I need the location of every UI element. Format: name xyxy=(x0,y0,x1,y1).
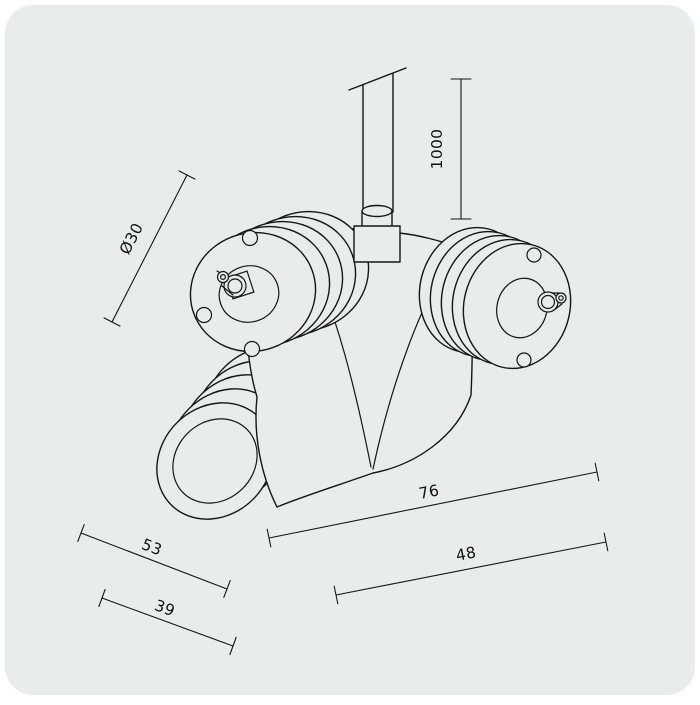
dimension-width-inner: 48 xyxy=(333,532,609,605)
right-face-hole xyxy=(526,247,542,263)
dimension-label-cable-length: 1000 xyxy=(428,129,446,170)
connector-dome-top xyxy=(361,204,393,218)
left-face-hole xyxy=(195,306,213,324)
dimension-line xyxy=(101,597,234,647)
dimension-tick xyxy=(98,588,106,608)
dimension-label-depth-outer: 53 xyxy=(139,535,164,559)
dimension-tick xyxy=(603,532,609,552)
dimension-tick xyxy=(178,170,196,180)
dimension-line xyxy=(111,174,188,323)
cable-connector xyxy=(353,204,401,263)
left-pin-side xyxy=(221,285,234,296)
dimension-line xyxy=(80,532,228,590)
left-face-hole xyxy=(241,229,259,247)
dimension-label-width-outer: 76 xyxy=(417,481,440,503)
luminaire-dimension-drawing: 1000 Ø30 53 39 76 48 xyxy=(77,67,609,656)
dimension-label-width-inner: 48 xyxy=(454,543,477,565)
dimension-width-outer: 76 xyxy=(266,462,600,548)
right-pin-side xyxy=(553,303,563,311)
dimension-tick xyxy=(594,462,600,482)
dimension-tick xyxy=(223,580,231,598)
suspension-cable xyxy=(348,67,407,213)
dimension-tick xyxy=(333,585,339,605)
dimension-cable-length: 1000 xyxy=(428,78,472,220)
left-head-face xyxy=(189,229,317,358)
dimension-tick xyxy=(103,317,121,327)
right-head-face xyxy=(462,242,572,370)
dimension-diameter: Ø30 xyxy=(103,170,196,327)
technical-drawing-card: 1000 Ø30 53 39 76 48 xyxy=(5,5,695,695)
dimension-depth-outer: 53 xyxy=(77,524,231,598)
dimension-line xyxy=(335,541,607,596)
dimension-tick xyxy=(266,528,272,548)
right-face-inner-ring xyxy=(496,277,548,339)
left-pin-tip-center xyxy=(220,274,227,281)
right-pin-tip-center xyxy=(558,295,564,301)
dimension-tick xyxy=(77,524,85,542)
dimension-label-diameter: Ø30 xyxy=(116,220,147,257)
left-hub-inner xyxy=(227,278,243,294)
dimension-line xyxy=(268,471,598,539)
cable-cut-line xyxy=(348,67,407,91)
dimension-depth-inner: 39 xyxy=(98,588,237,656)
right-face-hole xyxy=(516,352,532,368)
connector-stem xyxy=(353,225,401,263)
dimension-label-depth-inner: 39 xyxy=(152,596,177,620)
dimension-tick xyxy=(229,636,237,656)
barrel-end-inner-ring xyxy=(172,418,258,504)
right-hub-inner xyxy=(540,294,556,310)
left-face-hole xyxy=(243,340,261,358)
